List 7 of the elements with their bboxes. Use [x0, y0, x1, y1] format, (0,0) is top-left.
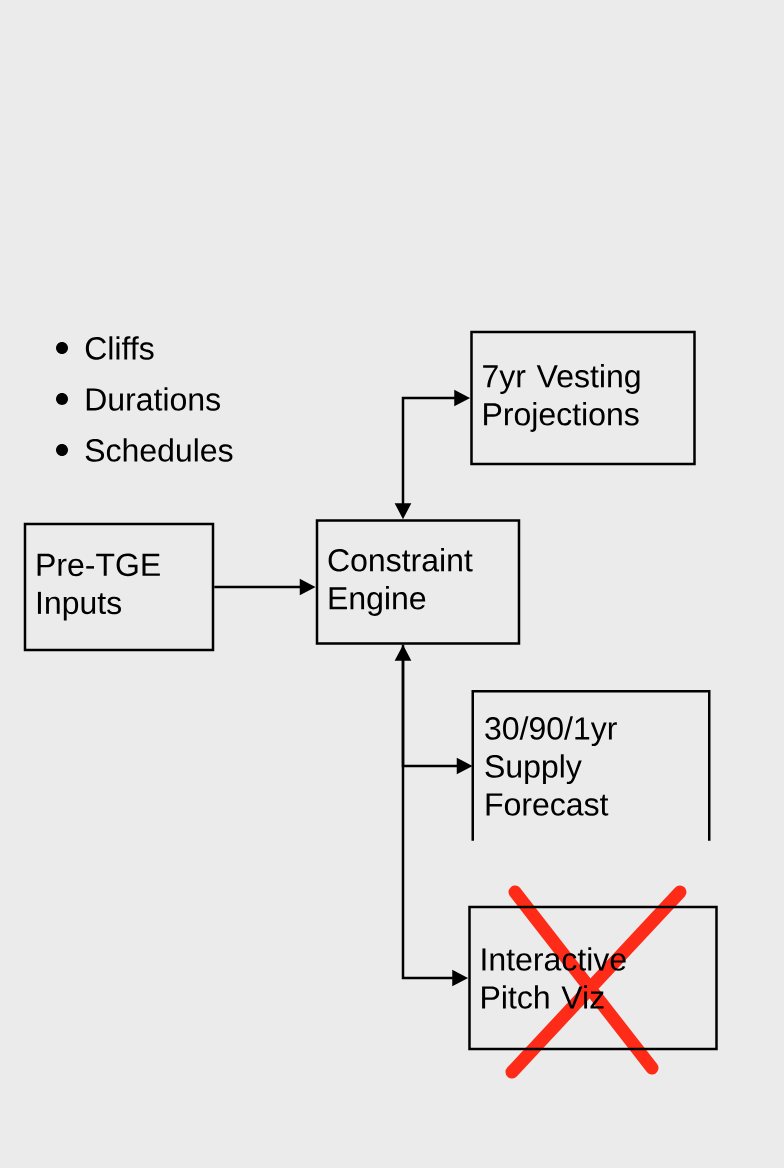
process-box: Constraint Engine: [315, 519, 521, 645]
bullet-item: Cliffs: [56, 336, 154, 360]
bullet-item: Durations: [56, 387, 220, 411]
process-box: 30/90/1yr Supply Forecast: [471, 690, 711, 841]
process-box: Pre-TGE Inputs: [23, 522, 215, 652]
process-box: 7yr Vesting Projections: [470, 330, 696, 466]
bullet-item: Schedules: [56, 438, 233, 462]
